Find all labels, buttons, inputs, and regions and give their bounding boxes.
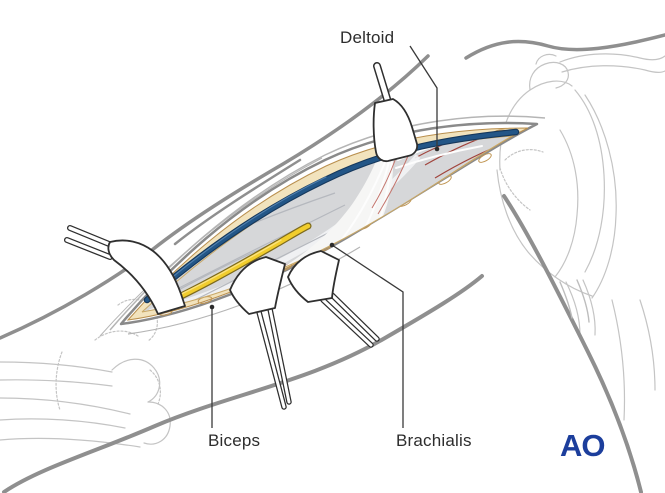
ao-logo: AO [560, 428, 605, 463]
retractor-bottom-right [287, 250, 380, 348]
deltoid-label: Deltoid [340, 28, 395, 47]
deltoid-leader [409, 45, 438, 148]
biceps-label: Biceps [208, 431, 261, 450]
retractor-left [64, 225, 186, 315]
retractor-top [372, 62, 419, 163]
elbow-bone-sketch [0, 298, 171, 448]
retractor-bottom-left [229, 256, 292, 410]
arm-outline [0, 33, 665, 493]
brachialis-label: Brachialis [396, 431, 472, 450]
brachialis-leader-dot [329, 242, 335, 248]
wound-interior [142, 136, 512, 312]
leader-lines [209, 45, 440, 428]
brachialis-leader [331, 244, 404, 428]
biceps-leader-dot [209, 304, 215, 310]
deltoid-leader-dot [434, 146, 440, 152]
shoulder-bone-sketch [496, 53, 665, 421]
